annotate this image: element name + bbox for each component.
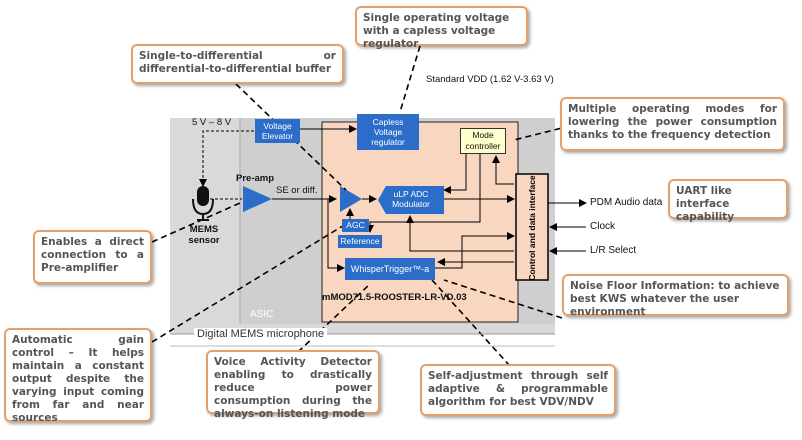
callout-buffer: Single-to-differential or differential-t… [131, 44, 344, 84]
clock-label: Clock [590, 221, 616, 232]
chip-buffer-triangle [340, 186, 362, 212]
callout-operating-modes: Multiple operating modes for lowering th… [560, 97, 785, 151]
microphone-icon [192, 186, 214, 221]
lr-select-label: L/R Select [590, 245, 637, 256]
whispertrigger-block: WhisperTrigger™-a [345, 258, 435, 280]
preamp-triangle [243, 186, 272, 212]
supply-voltage-label: 5 V – 8 V [192, 117, 232, 128]
asic-label: ASIC [250, 309, 274, 320]
reference-block: Reference [338, 235, 382, 248]
callout-single-voltage: Single operating voltage with a capless … [355, 6, 528, 50]
mode-controller-block: Mode controller [460, 128, 506, 154]
standard-vdd-label: Standard VDD (1.62 V-3.63 V) [426, 74, 554, 85]
mems-sensor-label: MEMS sensor [188, 224, 220, 246]
callout-agc: Automatic gain control – It helps mainta… [4, 328, 152, 424]
callout-self-adjustment: Self-adjustment through self adaptive & … [420, 364, 616, 416]
pdm-audio-label: PDM Audio data [590, 197, 663, 208]
callout-noise-floor: Noise Floor Information: to achieve best… [562, 274, 789, 318]
callout-uart: UART like interface capability [668, 179, 788, 223]
preamp-label: Pre-amp [236, 173, 275, 184]
chip-name-label: mMOD71.5-ROOSTER-LR-VD.03 [322, 292, 467, 303]
callout-vad: Voice Activity Detector enabling to dras… [206, 350, 380, 420]
se-diff-label: SE or diff. [276, 185, 318, 196]
interface-block [515, 173, 549, 281]
adc-modulator-block: uLP ADC Modulator [378, 186, 444, 214]
callout-direct-connection: Enables a direct connection to a Pre-amp… [33, 230, 152, 284]
callout-pointers [151, 45, 571, 367]
digital-mems-label: Digital MEMS microphone [194, 328, 328, 340]
interface-block-label: Control and data interface [527, 175, 537, 281]
capless-regulator-block: Capless Voltage regulator [357, 114, 419, 150]
voltage-elevator-block: Voltage Elevator [255, 119, 300, 143]
agc-block: AGC [342, 219, 369, 232]
